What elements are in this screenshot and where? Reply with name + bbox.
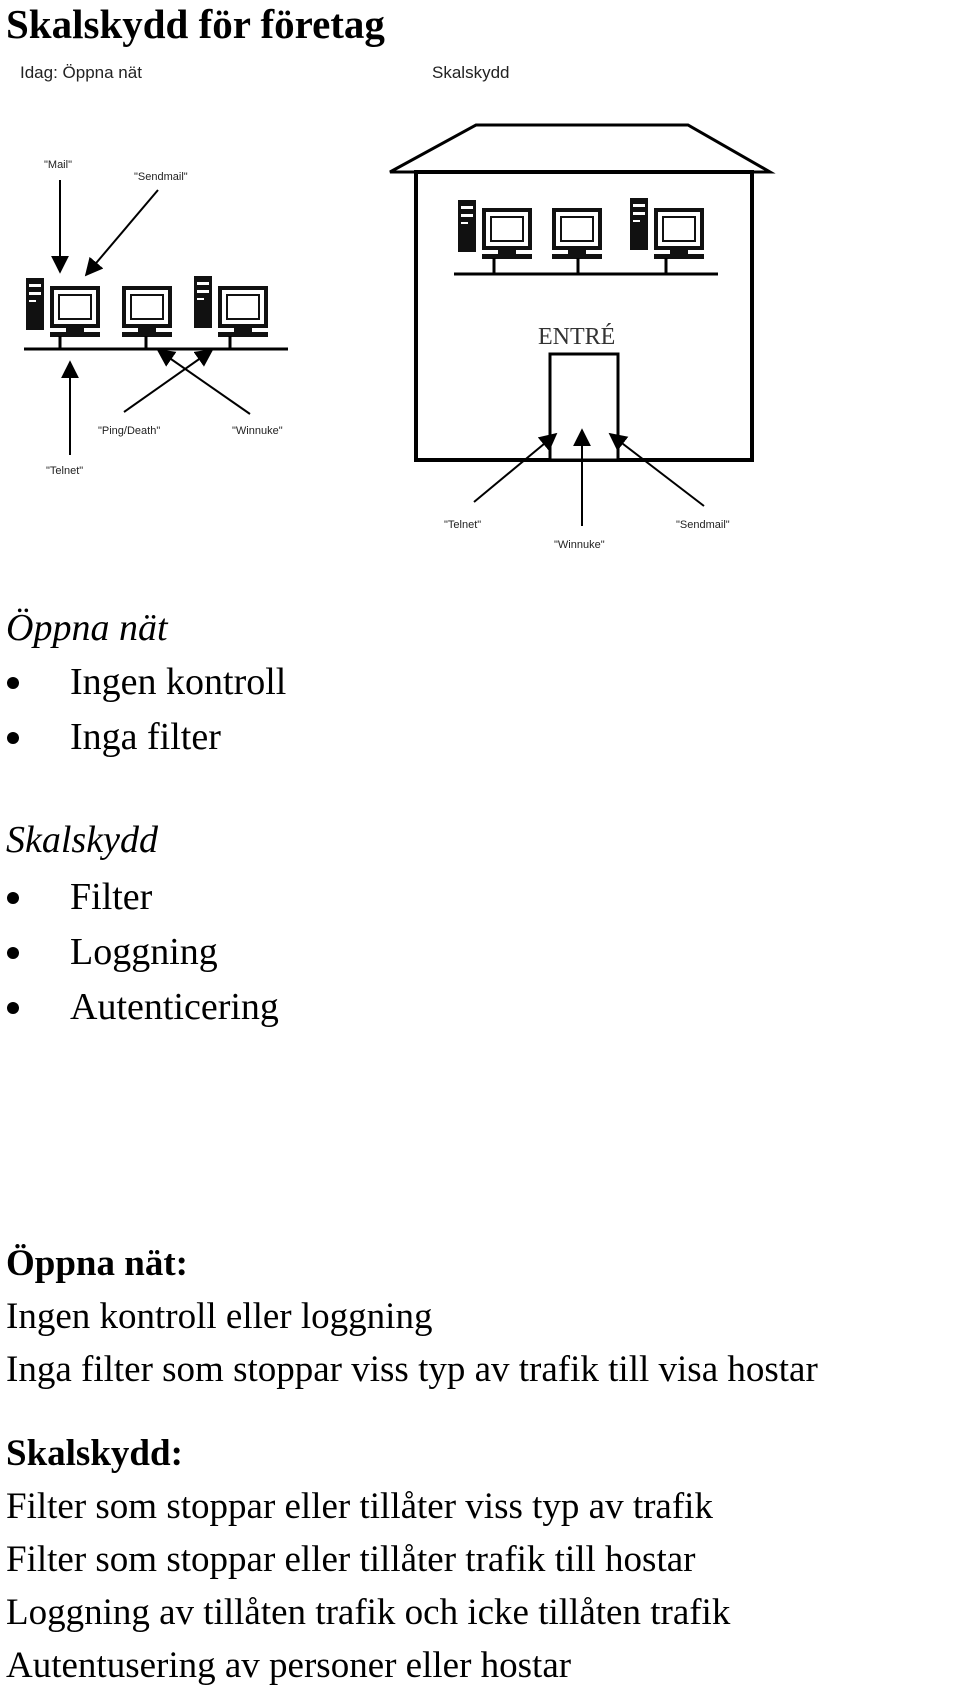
page-title: Skalskydd för företag [6, 1, 385, 47]
entry-label: ENTRÉ [538, 324, 615, 350]
open-net-list: Ingen kontroll Inga filter [0, 655, 286, 765]
list-item: Autenticering [0, 980, 279, 1035]
computer-icon [458, 200, 534, 274]
arrow-icon [608, 432, 705, 507]
text-line: Filter som stoppar eller tillåter trafik… [6, 1539, 696, 1580]
attack-label-telnet: "Telnet" [46, 465, 83, 477]
arrow-icon [84, 189, 159, 277]
open-net-description: Ingen kontroll eller loggning Inga filte… [6, 1290, 818, 1396]
attack-label-ping-death: "Ping/Death" [98, 425, 160, 437]
text-line: Filter som stoppar eller tillåter viss t… [6, 1486, 713, 1527]
arrow-icon [473, 432, 558, 503]
bullet-icon [7, 892, 19, 904]
house-roof [389, 123, 776, 174]
bullet-icon [7, 947, 19, 959]
bullet-icon [7, 1002, 19, 1014]
text-line: Autentusering av personer eller hostar [6, 1645, 572, 1686]
attack-label-winnuke: "Winnuke" [232, 425, 283, 437]
list-item: Filter [0, 870, 279, 925]
paragraph-heading-open-net: Öppna nät: [6, 1243, 188, 1284]
list-item: Ingen kontroll [0, 655, 286, 710]
diagram-caption-left: Idag: Öppna nät [20, 63, 142, 82]
entry-door [548, 352, 620, 462]
text-line: Ingen kontroll eller loggning [6, 1296, 433, 1337]
text-line: Inga filter som stoppar viss typ av traf… [6, 1349, 818, 1390]
shell-list: Filter Loggning Autenticering [0, 870, 279, 1035]
section-heading-open-net: Öppna nät [6, 607, 168, 649]
computer-icon [120, 286, 174, 349]
list-item: Inga filter [0, 710, 286, 765]
attack-label-mail: "Mail" [44, 159, 72, 171]
diagram-caption-right: Skalskydd [432, 63, 509, 82]
computer-icon [194, 276, 270, 349]
attack-label-sendmail-right: "Sendmail" [676, 519, 730, 531]
computer-icon [26, 278, 102, 349]
text-line: Loggning av tillåten trafik och icke til… [6, 1592, 731, 1633]
shell-protection-diagram: ENTRÉ "Telnet" "Winnuke" "Sendmail" [389, 123, 776, 551]
attack-label-winnuke-right: "Winnuke" [554, 539, 605, 551]
arrow-icon [156, 348, 251, 415]
arrow-icon [123, 348, 214, 413]
shell-description: Filter som stoppar eller tillåter viss t… [6, 1480, 730, 1692]
computer-icon [550, 208, 604, 274]
bullet-icon [7, 732, 19, 744]
list-item: Loggning [0, 925, 279, 980]
paragraph-heading-shell: Skalskydd: [6, 1433, 183, 1474]
computer-icon [630, 198, 706, 274]
network-diagram-figure: Idag: Öppna nät Skalskydd "Mail" "Sendma… [0, 50, 960, 570]
open-network-diagram: "Mail" "Sendmail" "Telnet" "Ping/Death" … [24, 159, 288, 477]
network-diagram: Idag: Öppna nät Skalskydd "Mail" "Sendma… [20, 63, 776, 551]
bullet-icon [7, 677, 19, 689]
attack-label-sendmail: "Sendmail" [134, 171, 188, 183]
attack-label-telnet-right: "Telnet" [444, 519, 481, 531]
section-heading-shell: Skalskydd [6, 819, 158, 861]
